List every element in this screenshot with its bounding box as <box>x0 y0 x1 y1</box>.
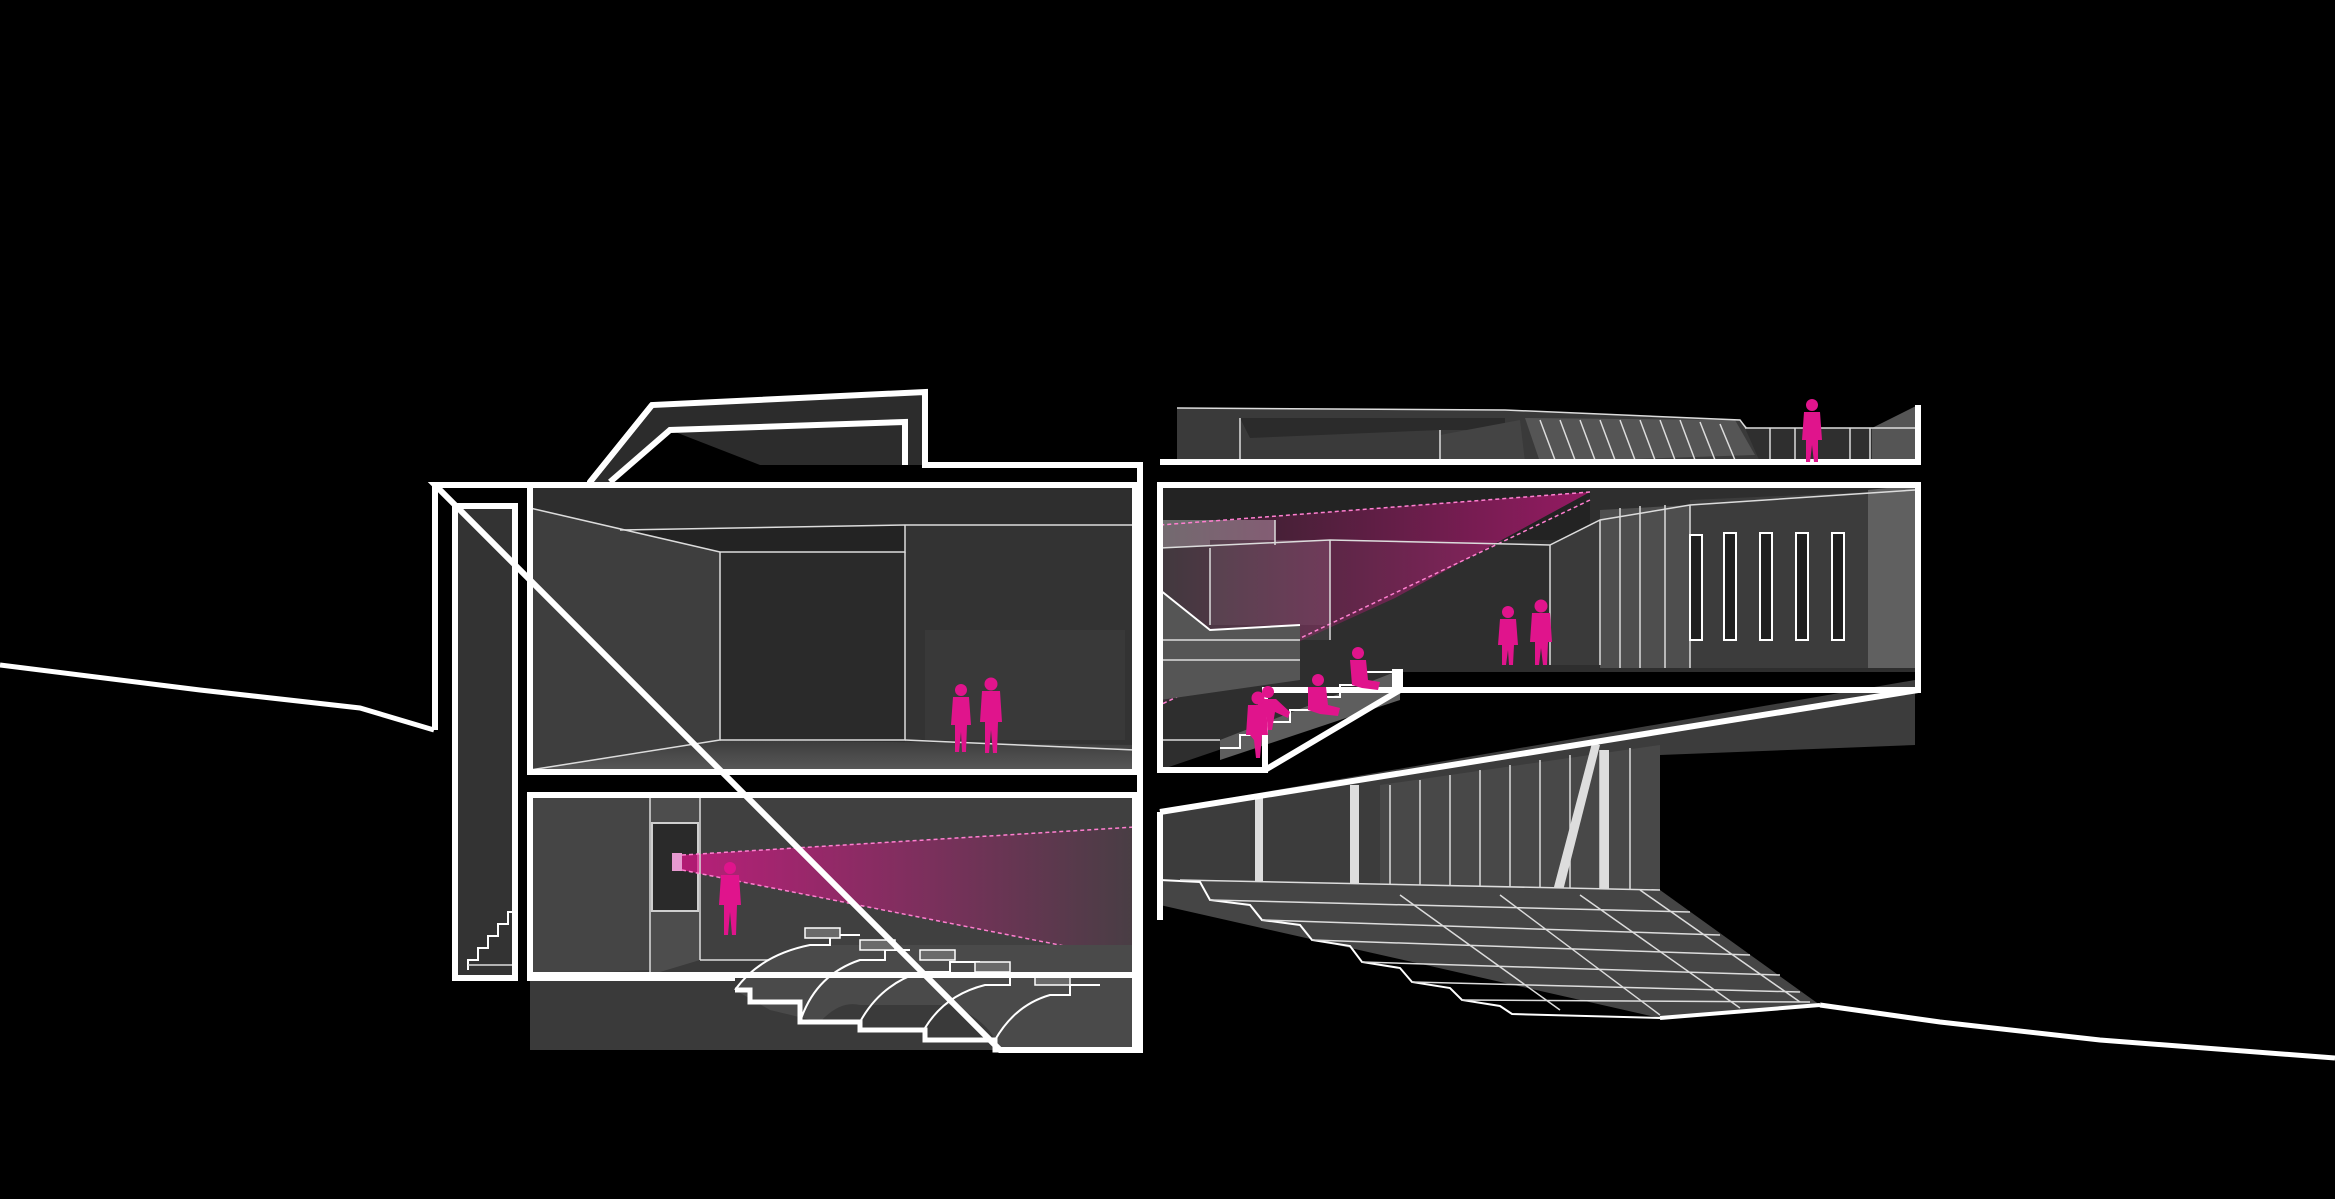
figure-foyer-2 <box>1530 599 1552 665</box>
cantilever-underside <box>1159 687 1919 815</box>
tiered-seating <box>734 927 1135 1053</box>
human-figures <box>719 399 1822 935</box>
figure-projection-room <box>719 862 741 935</box>
shaft-stair <box>467 890 515 970</box>
right-roof-slab <box>1160 405 1921 465</box>
lower-projection-room <box>530 795 1136 1053</box>
figure-gallery-2 <box>980 677 1002 753</box>
figure-seated-1 <box>1350 647 1380 690</box>
upper-auditorium-outline <box>1157 482 1921 773</box>
lower-open-deck <box>1159 680 1915 1020</box>
figure-rooftop <box>1802 399 1822 462</box>
right-block <box>1157 405 1921 1020</box>
ground-line <box>0 662 2335 1061</box>
roof-lantern <box>590 392 925 482</box>
figure-seated-4 <box>1246 691 1268 758</box>
figure-seated-2 <box>1308 674 1340 716</box>
figure-gallery-1 <box>951 684 971 752</box>
deck-boards <box>1159 879 1811 1019</box>
rooftop-structure <box>1176 405 1918 462</box>
upper-gallery-room <box>529 485 1136 772</box>
left-block <box>427 388 1143 1053</box>
roof-slats <box>1539 419 1736 461</box>
stair-shaft <box>455 506 515 978</box>
figure-foyer-1 <box>1498 606 1518 665</box>
